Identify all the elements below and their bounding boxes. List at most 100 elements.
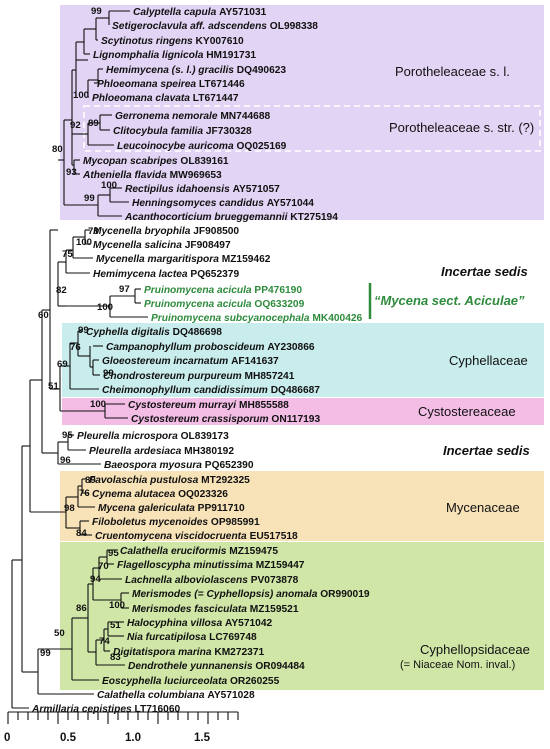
- support-value: 94: [90, 574, 101, 585]
- tip-label: Hemimycena lactea PQ652379: [93, 269, 239, 280]
- tip-label: Henningsomyces candidus AY571044: [132, 198, 314, 209]
- tip-label: Flagelloscypha minutissima MZ159447: [117, 560, 305, 571]
- cyphellopsidaceae-box: [60, 542, 544, 690]
- support-value: 74: [99, 636, 110, 647]
- support-value: 89: [88, 118, 99, 129]
- support-value: 100: [101, 180, 117, 191]
- support-value: 80: [52, 144, 63, 155]
- tip-labels: Calyptella capula AY571031Setigeroclavul…: [31, 7, 370, 715]
- tip-label: Pruinomycena subcyanocephala MK400426: [151, 313, 363, 324]
- tip-label: Cynema alutacea OQ023326: [92, 489, 228, 500]
- support-value: 83: [110, 652, 121, 663]
- support-value: 60: [38, 310, 49, 321]
- support-value: 51: [110, 620, 121, 631]
- family-label-cyphellopsidaceae: Cyphellopsidaceae: [420, 642, 530, 657]
- tip-label: Lignomphalia lignicola HM191731: [93, 50, 256, 61]
- support-value: 50: [54, 628, 65, 639]
- support-value: 99: [78, 325, 89, 336]
- family-label-aciculae: “Mycena sect. Aciculae”: [374, 293, 525, 308]
- tip-label: Mycenella salicina JF908497: [93, 240, 231, 251]
- support-value: 86: [76, 603, 87, 614]
- support-value: 92: [70, 120, 81, 131]
- family-label-cystostereaceae: Cystostereaceae: [418, 404, 516, 419]
- tip-label: Merismodes fasciculata MZ159521: [132, 604, 299, 615]
- scale-tick-label: 0.5: [60, 732, 77, 744]
- support-value: 96: [60, 455, 71, 466]
- support-value: 70: [98, 561, 109, 572]
- support-value: 99: [40, 648, 51, 659]
- support-value: 95: [62, 430, 73, 441]
- tip-label: Mycenella margaritispora MZ159462: [96, 254, 271, 265]
- family-label-porotheleaceae-sl: Porotheleaceae s. l.: [395, 64, 510, 79]
- tip-label: Eoscyphella luciurceolata OR260255: [102, 676, 280, 687]
- tip-label: Dendrothele yunnanensis OR094484: [128, 661, 305, 672]
- tip-label: Digitatispora marina KM272371: [113, 647, 265, 658]
- scale-bar: 0 0.5 1.0 1.5: [4, 711, 239, 744]
- tip-label: Favolaschia pustulosa MT292325: [89, 475, 250, 486]
- tip-label: Setigeroclavula aff. adscendens OL998338: [112, 21, 318, 32]
- family-label-incertae-sedis-2: Incertae sedis: [443, 443, 530, 458]
- tip-label: Hemimycena (s. l.) gracilis DQ490623: [106, 65, 286, 76]
- support-value: 98: [64, 503, 75, 514]
- tip-label: Phloeomana clavata LT671447: [92, 93, 239, 104]
- cystostereaceae-box: [62, 398, 544, 425]
- tip-label: Pleurella microspora OL839173: [77, 431, 229, 442]
- support-value: 99: [103, 368, 114, 379]
- tip-label: Gerronema nemorale MN744688: [115, 111, 270, 122]
- support-value: 84: [76, 528, 87, 539]
- cyphellaceae-box: [62, 323, 544, 397]
- support-value: 76: [79, 488, 90, 499]
- family-label-cyphellaceae: Cyphellaceae: [449, 353, 528, 368]
- tip-label: Phloeomana speirea LT671446: [97, 79, 245, 90]
- tip-label: Clitocybula familia JF730328: [113, 126, 252, 137]
- scale-tick-label: 1.0: [125, 732, 141, 744]
- tip-label: Cruentomycena viscidocruenta EU517518: [95, 531, 298, 542]
- tip-label: Pruinomycena acicula PP476190: [144, 285, 302, 296]
- support-value: 100: [97, 302, 113, 313]
- tip-label: Baeospora myosura PQ652390: [104, 460, 254, 471]
- support-value: 99: [84, 193, 95, 204]
- tip-label: Campanophyllum proboscideum AY230866: [106, 342, 315, 353]
- scale-tick-label: 1.5: [194, 732, 211, 744]
- tip-label: Cystostereum crassisporum ON117193: [131, 414, 320, 425]
- support-value: 75: [62, 249, 73, 260]
- tip-label: Cheimonophyllum candidissimum DQ486687: [102, 385, 320, 396]
- support-value: 93: [66, 167, 77, 178]
- family-label-porotheleaceae-sstr: Porotheleaceae s. str. (?): [389, 120, 534, 135]
- tip-label: Acanthocorticium brueggemannii KT275194: [124, 212, 338, 223]
- family-label-niaceae: (= Niaceae Nom. inval.): [400, 659, 515, 671]
- tip-label: Filoboletus mycenoides OP985991: [92, 517, 260, 528]
- support-value: 100: [73, 90, 89, 101]
- support-value: 100: [109, 600, 125, 611]
- mycenaceae-box: [60, 471, 544, 541]
- scale-tick-label: 0: [4, 732, 10, 744]
- tip-label: Leucoinocybe auricoma OQ025169: [117, 141, 287, 152]
- tip-label: Cyphella digitalis DQ486698: [86, 327, 222, 338]
- tip-label: Rectipilus idahoensis AY571057: [125, 184, 280, 195]
- tip-label: Armillaria cepistipes LT716060: [31, 704, 181, 715]
- tip-label: Merismodes (= Cyphellopsis) anomala OR99…: [132, 589, 370, 600]
- tip-label: Atheniella flavida MW969653: [82, 170, 222, 181]
- tip-label: Mycena galericulata PP911710: [98, 503, 245, 514]
- support-values: 99 100 92 89 93 100 99 80 78 100 75 97 1…: [38, 6, 130, 663]
- support-value: 100: [76, 237, 92, 248]
- tip-label: Pleurella ardesiaca MH380192: [89, 446, 234, 457]
- tree-branches: [11, 10, 148, 709]
- support-value: 69: [57, 359, 68, 370]
- tip-label: Calathella eruciformis MZ159475: [120, 546, 278, 557]
- tip-label: Pruinomycena acicula OQ633209: [144, 299, 305, 310]
- support-value: 78: [88, 226, 99, 237]
- tip-label: Scytinotus ringens KY007610: [101, 36, 244, 47]
- tip-label: Mycenella bryophila JF908500: [93, 226, 239, 237]
- tip-label: Nia furcatipilosa LC769748: [127, 632, 257, 643]
- tip-label: Cystostereum murrayi MH855588: [128, 400, 289, 411]
- tip-label: Chondrostereum purpureum MH857241: [103, 371, 295, 382]
- tip-label: Lachnella alboviolascens PV073878: [125, 575, 299, 586]
- support-value: 51: [48, 381, 59, 392]
- support-value: 82: [56, 285, 67, 296]
- support-value: 100: [90, 399, 106, 410]
- tip-label: Halocyphina villosa AY571042: [127, 618, 272, 629]
- family-label-mycenaceae: Mycenaceae: [446, 500, 520, 515]
- support-value: 95: [108, 548, 119, 559]
